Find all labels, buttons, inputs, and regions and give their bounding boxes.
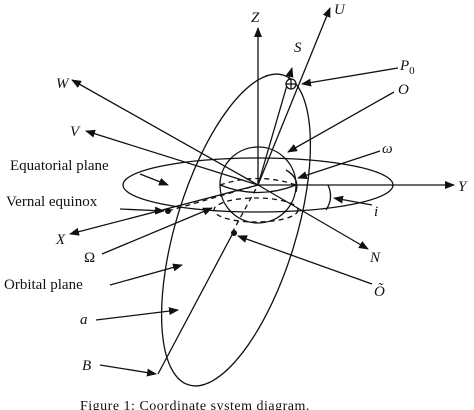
sphere-equator [219, 184, 297, 194]
label-s: S [294, 40, 302, 56]
focus-dot [231, 230, 237, 236]
label-b: B [82, 358, 91, 374]
label-o-tilde: Õ [374, 283, 385, 300]
omega-arc [285, 169, 298, 193]
vernal-node-dot [165, 208, 171, 214]
label-u: U [334, 2, 346, 18]
label-o: O [398, 82, 409, 98]
figure-caption: Figure 1: Coordinate system diagram. [80, 399, 310, 410]
vernal-equinox-leader [119, 206, 165, 215]
label-x: X [55, 232, 66, 248]
w-axis [71, 79, 259, 186]
label-omega-small: ω [382, 141, 393, 157]
p0-leader [301, 67, 399, 87]
s-axis [257, 67, 294, 186]
omega-small-leader [297, 150, 381, 179]
orbital-plane-leader [109, 263, 183, 286]
label-orbital-plane: Orbital plane [4, 277, 83, 293]
node-line-dashed [167, 184, 259, 212]
label-w: W [56, 76, 70, 92]
capital-omega-leader [101, 207, 213, 255]
orbital-dashed-segment [231, 184, 259, 234]
label-n: N [369, 250, 381, 266]
v-axis [85, 129, 259, 186]
label-v: V [70, 124, 81, 140]
u-axis [257, 7, 331, 186]
label-y: Y [458, 179, 468, 195]
o-leader [287, 91, 395, 153]
n-axis [257, 184, 369, 250]
a-leader [95, 307, 179, 321]
label-p0: P0 [399, 58, 415, 77]
label-equatorial-plane: Equatorial plane [10, 158, 109, 174]
orbital-plane-ellipse [160, 73, 312, 387]
equatorial-plane-leader [139, 173, 169, 186]
label-a: a [80, 312, 88, 328]
label-capital-omega: Ω [84, 250, 95, 266]
i-leader [333, 195, 373, 206]
orbit-inner-dashed [213, 197, 299, 223]
o-tilde-leader [237, 235, 373, 285]
label-vernal-equinox: Vernal equinox [6, 194, 98, 210]
label-i: i [374, 204, 378, 220]
label-z: Z [251, 10, 260, 26]
inclination-arc [325, 184, 332, 211]
semi-axis-a [157, 232, 234, 375]
b-leader [99, 364, 157, 377]
